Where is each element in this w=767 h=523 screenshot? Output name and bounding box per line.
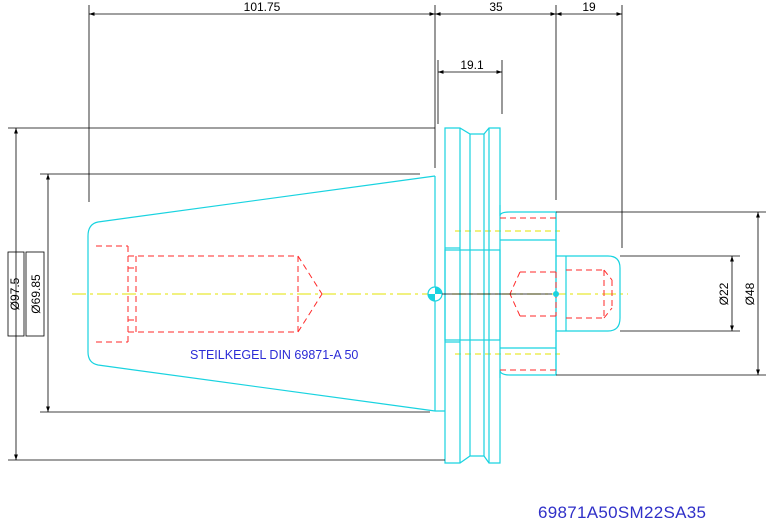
center-lines (72, 230, 628, 355)
dim-flange-diameter: Ø97.5 (8, 277, 22, 310)
dim-shank-outer-diameter: Ø48 (743, 282, 757, 305)
center-marker (427, 286, 559, 302)
taper-cone (87, 175, 436, 412)
dimension-lines (7, 5, 766, 461)
hidden-lines (96, 217, 613, 371)
dim-taper-length: 101.75 (244, 0, 281, 14)
dim-flange-length: 35 (489, 0, 503, 14)
dim-taper-diameter: Ø69.85 (29, 274, 43, 314)
dim-shank-length: 19 (582, 0, 596, 14)
tool-holder-outline (87, 127, 621, 464)
part-code: 69871A50SM22SA35 (538, 503, 706, 522)
dim-shank-inner-diameter: Ø22 (717, 282, 731, 305)
flange (435, 127, 501, 464)
dimension-labels: 101.75 35 19 19.1 Ø97.5 Ø69.85 Ø48 Ø22 (8, 0, 757, 314)
dim-groove-width: 19.1 (460, 58, 484, 72)
pilot (556, 255, 621, 332)
taper-standard-note: STEILKEGEL DIN 69871-A 50 (190, 348, 358, 362)
